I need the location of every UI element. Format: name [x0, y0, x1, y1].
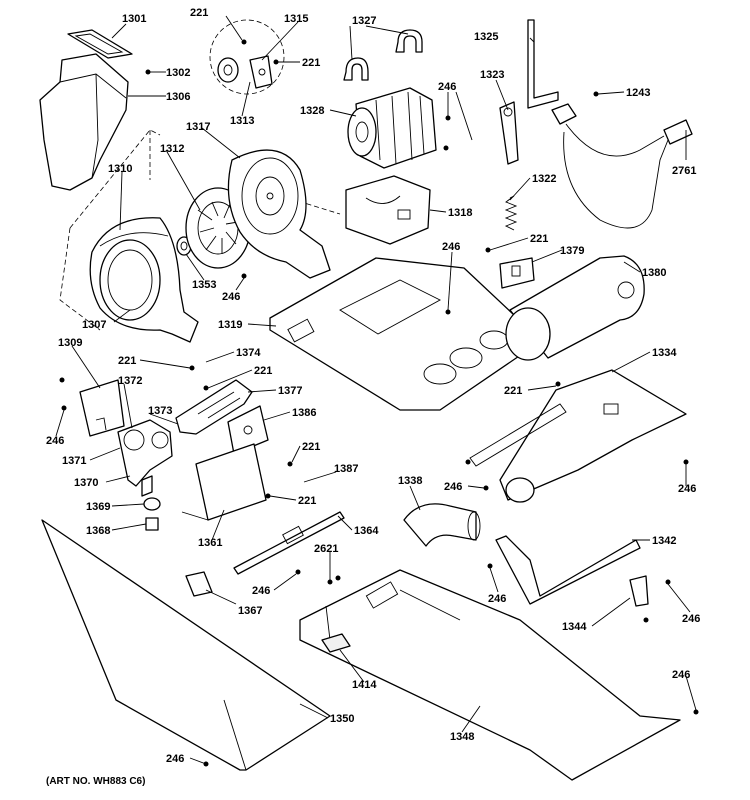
part-1348-base-rail: [299, 569, 681, 781]
callout-1372: 1372: [118, 375, 142, 387]
callout-1325: 1325: [474, 31, 498, 43]
part-1379-thermostat: [499, 257, 535, 289]
art-number: (ART NO. WH883 C6): [46, 776, 145, 787]
callout-246-f: 246: [678, 483, 696, 495]
callout-1334: 1334: [652, 347, 677, 359]
callout-1315: 1315: [284, 13, 308, 25]
leader-lines: [55, 15, 697, 765]
callout-1370: 1370: [74, 477, 98, 489]
callout-1369: 1369: [86, 501, 110, 513]
callout-1306: 1306: [166, 91, 190, 103]
callout-1318: 1318: [448, 207, 472, 219]
callout-1368: 1368: [86, 525, 110, 537]
part-1342-rail: [495, 535, 641, 605]
part-1344-bracket: [629, 575, 649, 607]
part-1301-filter-handle: [67, 29, 133, 59]
callout-221-d: 221: [118, 355, 136, 367]
callout-1307: 1307: [82, 319, 106, 331]
part-1309-bracket: [79, 379, 125, 437]
callout-1328: 1328: [300, 105, 324, 117]
callout-246-d: 246: [46, 435, 64, 447]
part-1317-blower-rear: [227, 149, 331, 279]
callout-221-e: 221: [254, 365, 272, 377]
callout-1373: 1373: [148, 405, 172, 417]
callout-1309: 1309: [58, 337, 82, 349]
part-1377-burner-tube: [175, 379, 253, 435]
callout-1350: 1350: [330, 713, 354, 725]
callout-1380: 1380: [642, 267, 666, 279]
callout-1361: 1361: [198, 537, 222, 549]
callout-1353: 1353: [192, 279, 216, 291]
callout-1327: 1327: [352, 15, 376, 27]
callout-1377: 1377: [278, 385, 302, 397]
callout-221-b: 221: [302, 57, 320, 69]
callout-246-e: 246: [444, 481, 462, 493]
callout-1317: 1317: [186, 121, 210, 133]
callout-1312: 1312: [160, 143, 184, 155]
callout-1322: 1322: [532, 173, 556, 185]
part-1414-block: [321, 633, 351, 653]
callout-246-i: 246: [682, 613, 700, 625]
callout-221-a: 221: [190, 7, 208, 19]
callout-246-h: 246: [488, 593, 506, 605]
callout-1364: 1364: [354, 525, 379, 537]
callout-1338: 1338: [398, 475, 422, 487]
callout-1342: 1342: [652, 535, 676, 547]
part-1306-duct-housing: [39, 53, 129, 191]
part-1318-motor-mount: [345, 175, 431, 245]
part-1328-drive-motor: [347, 87, 437, 169]
callout-1313: 1313: [230, 115, 254, 127]
part-1380-heater-housing: [505, 255, 645, 361]
callout-246-g: 246: [252, 585, 270, 597]
callout-246-j: 246: [672, 669, 690, 681]
part-1325-1323-idler-assembly: [499, 19, 559, 231]
callout-221-f: 221: [504, 385, 522, 397]
callout-labels: 1301 221 1315 1327 1325 1302 221 1306 13…: [46, 7, 700, 787]
part-1338-flex-duct: [403, 503, 481, 547]
callout-2621: 2621: [314, 543, 338, 555]
callout-1302: 1302: [166, 67, 190, 79]
part-1327-motor-clamps: [343, 29, 423, 81]
part-1313-bearing-detail: [209, 19, 285, 95]
callout-1319: 1319: [218, 319, 242, 331]
callout-1367: 1367: [238, 605, 262, 617]
callout-246-b: 246: [442, 241, 460, 253]
part-1350-rear-panel: [41, 519, 331, 771]
callout-1348: 1348: [450, 731, 474, 743]
callout-1414: 1414: [352, 679, 377, 691]
callout-1243: 1243: [626, 87, 650, 99]
part-1319-base-plate: [269, 257, 531, 411]
callout-221-c: 221: [530, 233, 548, 245]
callout-246-a: 246: [438, 81, 456, 93]
part-2761-power-cord: [551, 103, 693, 229]
part-1361-bracket: [181, 443, 267, 521]
part-1369-nut: [143, 497, 161, 531]
part-1364-gas-pipe: [185, 511, 345, 597]
callout-246-c: 246: [222, 291, 240, 303]
callout-1323: 1323: [480, 69, 504, 81]
callout-1386: 1386: [292, 407, 316, 419]
callout-221-h: 221: [298, 495, 316, 507]
callout-1371: 1371: [62, 455, 86, 467]
callout-246-k: 246: [166, 753, 184, 765]
callout-1374: 1374: [236, 347, 261, 359]
callout-1387: 1387: [334, 463, 358, 475]
part-1386-igniter-bracket: [227, 405, 269, 455]
part-1334-burner-tray: [469, 369, 687, 503]
callout-221-g: 221: [302, 441, 320, 453]
part-1307-blower-housing: [89, 217, 199, 343]
callout-1344: 1344: [562, 621, 587, 633]
callout-1301: 1301: [122, 13, 146, 25]
callout-1379: 1379: [560, 245, 584, 257]
callout-1310: 1310: [108, 163, 132, 175]
callout-2761: 2761: [672, 165, 696, 177]
part-1370-gas-valve: [117, 419, 173, 497]
screws: [59, 39, 699, 767]
